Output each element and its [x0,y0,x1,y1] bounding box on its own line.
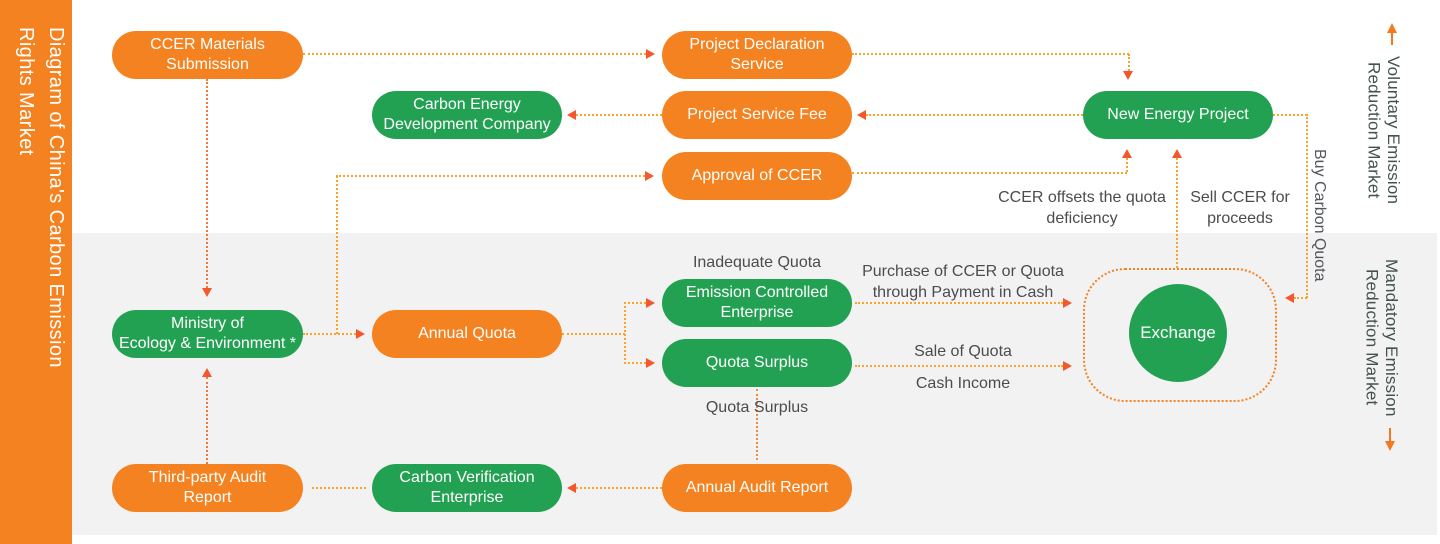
label-inadequate-quota: Inadequate Quota [692,254,822,271]
label-voluntary-market: Voluntary Emission Reduction Market [1364,55,1404,205]
connector-thirdparty-to-ministry [206,377,208,464]
connector-audit-to-verification [576,487,662,489]
connector-quota-fork-h [562,333,625,335]
connector-ministry-to-quota [303,333,356,335]
connector-quota-fork-v [624,302,626,364]
arrowhead-into-ministry-bottom [202,368,212,377]
sidebar: Diagram of China's Carbon Emission Right… [0,0,72,544]
node-ccer-materials-submission: CCER Materials Submission [112,31,303,79]
connector-sale [855,365,1063,367]
connector-purchase [855,302,1063,304]
connector-ministry-to-approval-h [336,175,645,177]
label-cash-income: Cash Income [915,375,1011,392]
arrowhead-into-surplus [646,358,655,368]
connector-declaration-to-nep-h [852,53,1129,55]
connector-buy-quota-h2 [1294,297,1307,299]
node-new-energy-project: New Energy Project [1083,91,1273,139]
connector-nep-to-servicefee [866,114,1083,116]
diagram-title: Diagram of China's Carbon Emission Right… [15,27,67,368]
node-third-party-audit-report: Third-party Audit Report [112,464,303,512]
arrowhead-into-annual-quota [356,329,365,339]
arrowhead-purchase [1063,298,1072,308]
node-approval-of-ccer: Approval of CCER [662,152,852,200]
voluntary-up-arrow-icon [1387,23,1397,33]
connector-fork-to-surplus [624,362,646,364]
arrowhead-into-cedc [567,110,576,120]
mandatory-arrow-shaft [1389,428,1391,442]
label-ccer-offsets: CCER offsets the quota deficiency [998,189,1166,228]
connector-surplus-to-audit [756,389,758,460]
connector-materials-to-ministry [206,79,208,288]
mandatory-down-arrow-icon [1385,441,1395,451]
connector-servicefee-to-cedc [576,114,662,116]
arrowhead-into-nep-top [1123,71,1133,80]
node-ministry-ecology-environment: Ministry of Ecology & Environment * [112,310,303,358]
connector-verification-to-thirdparty [312,487,366,489]
connector-exchange-to-nep [1176,158,1178,268]
node-project-service-fee: Project Service Fee [662,91,852,139]
arrowhead-sale [1063,361,1072,371]
voluntary-arrow-shaft [1391,31,1393,45]
node-carbon-verification-enterprise: Carbon Verification Enterprise [372,464,562,512]
arrowhead-into-servicefee [857,110,866,120]
label-purchase-of-ccer: Purchase of CCER or Quota through Paymen… [862,263,1064,302]
label-buy-carbon-quota: Buy Carbon Quota [1311,148,1328,282]
connector-declaration-to-nep-v [1128,54,1130,71]
arrowhead-into-approval [645,171,654,181]
node-annual-audit-report: Annual Audit Report [662,464,852,512]
node-project-declaration-service: Project Declaration Service [662,31,852,79]
arrowhead-ccer-offsets [1122,149,1132,158]
arrowhead-sell-ccer [1172,149,1182,158]
arrowhead-into-ministry-top [202,288,212,297]
arrowhead-into-exchange-right [1285,293,1294,303]
node-emission-controlled-enterprise: Emission Controlled Enterprise [662,279,852,327]
label-mandatory-market: Mandatory Emission Reduction Market [1362,258,1402,417]
arrowhead-into-ece [646,298,655,308]
label-sell-ccer: Sell CCER for proceeds [1190,189,1290,228]
node-annual-quota: Annual Quota [372,310,562,358]
connector-ministry-to-approval-v [336,176,338,334]
arrowhead-into-declaration [646,49,655,59]
arrowhead-into-verification [567,483,576,493]
node-carbon-energy-development-company: Carbon Energy Development Company [372,91,562,139]
connector-approval-to-nep-h [852,172,1127,174]
connector-fork-to-ece [624,302,646,304]
node-exchange: Exchange [1129,284,1227,382]
connector-approval-to-nep-v [1126,158,1128,172]
connector-buy-quota-v [1306,114,1308,298]
label-sale-of-quota: Sale of Quota [914,343,1012,360]
label-quota-surplus: Quota Surplus [705,399,809,416]
connector-buy-quota-h1 [1273,114,1307,116]
node-quota-surplus: Quota Surplus [662,339,852,387]
connector-materials-to-declaration [303,53,646,55]
exchange-boundary-box [1083,268,1277,402]
